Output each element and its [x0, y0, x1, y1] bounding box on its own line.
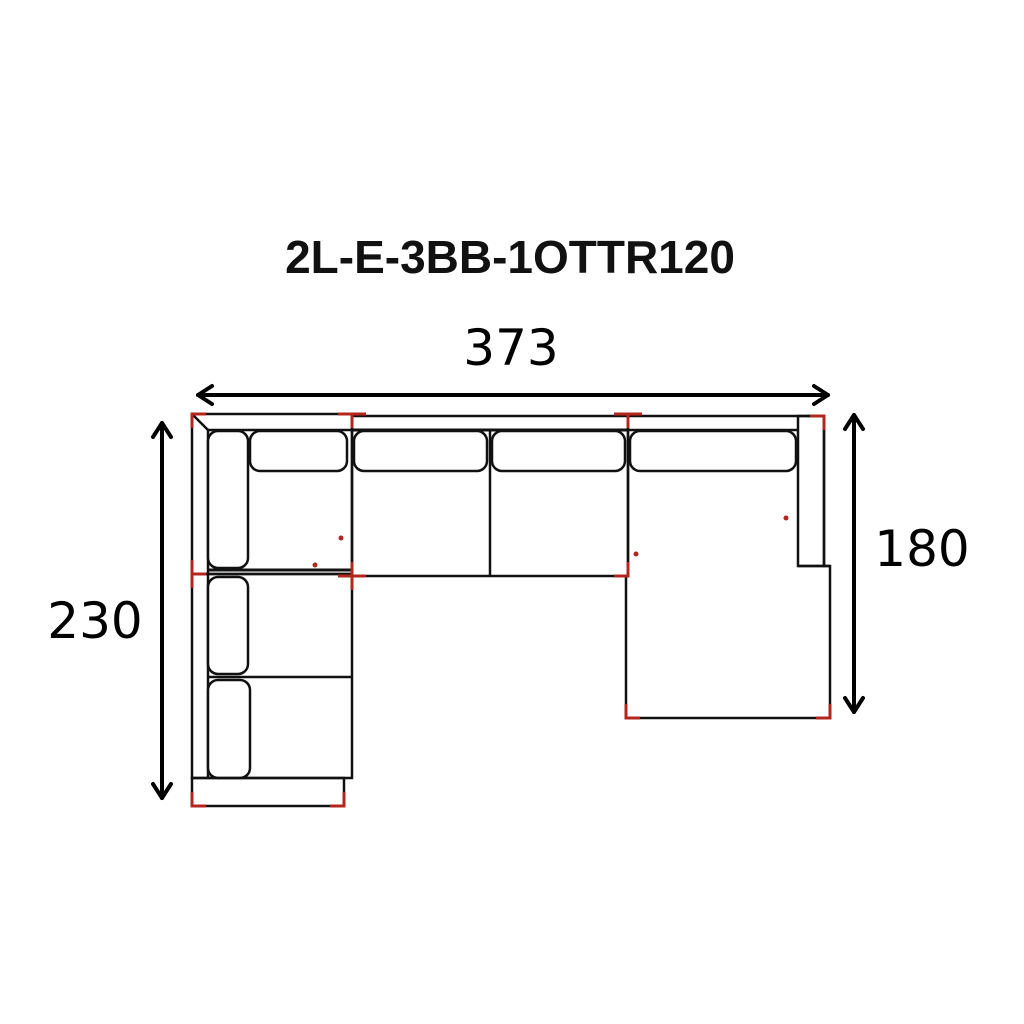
width-dimension-arrow — [196, 384, 830, 406]
chaise-arm — [796, 414, 826, 568]
left-corner-module — [190, 412, 354, 576]
chaise-back-cushion — [628, 429, 798, 473]
right-depth-arrow — [843, 413, 865, 714]
corner-arm-cushion — [206, 429, 250, 570]
left-depth-arrow — [151, 421, 173, 800]
lower-back-cushion-1 — [206, 575, 250, 676]
middle-sofa-module — [350, 414, 630, 578]
left-depth-label: 230 — [47, 592, 142, 650]
right-chaise-module — [624, 414, 832, 720]
corner-back-cushion — [248, 429, 349, 473]
module-corner-markers — [190, 412, 832, 808]
model-code-title: 2L-E-3BB-1OTTR120 — [285, 231, 735, 283]
left-lower-module — [190, 572, 354, 808]
width-dimension-label: 373 — [463, 319, 558, 377]
lower-back-cushion-2 — [206, 678, 252, 780]
right-depth-label: 180 — [874, 520, 969, 578]
middle-back-cushion-2 — [490, 429, 627, 473]
middle-back-cushion-1 — [352, 429, 489, 473]
sofa-floor-plan — [190, 412, 832, 808]
